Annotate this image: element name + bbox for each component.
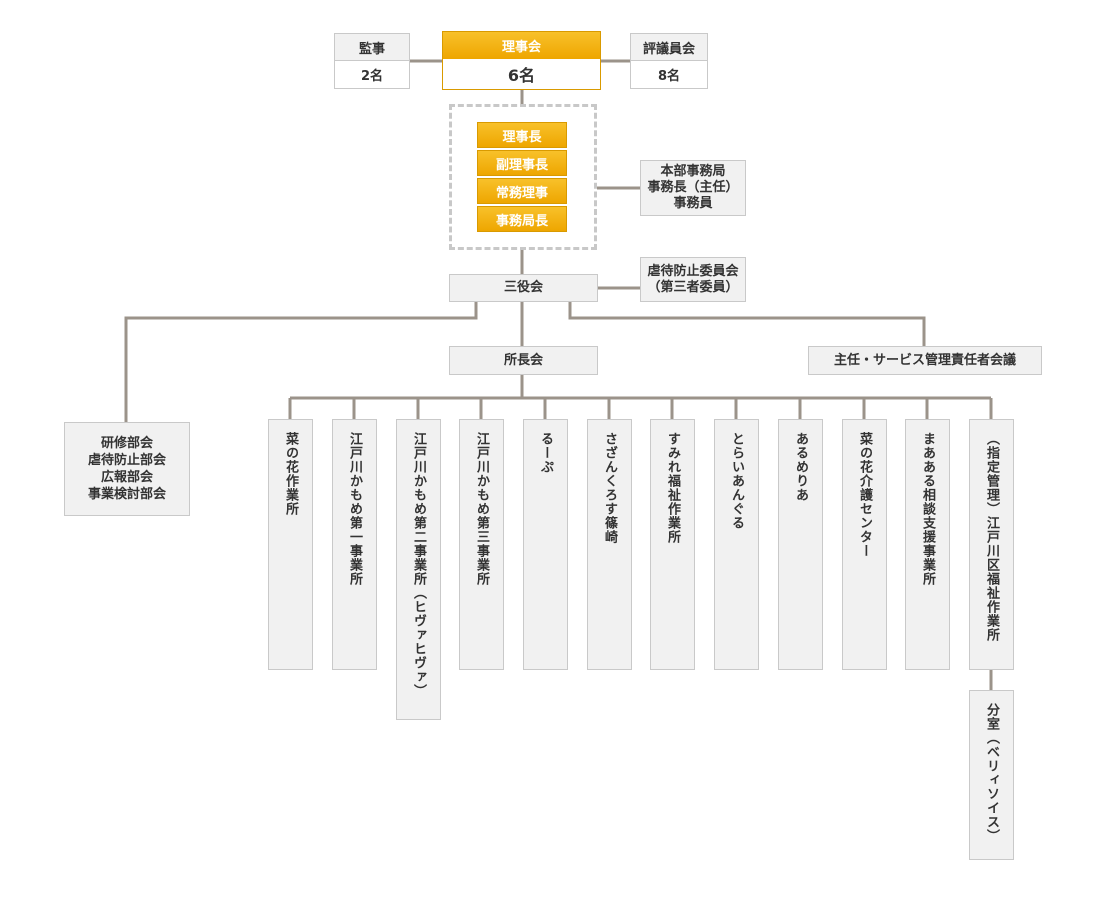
board-count: 6名: [443, 59, 600, 89]
auditor-label: 監事: [335, 34, 409, 61]
headquarters-box: 本部事務局 事務長（主任） 事務員: [640, 160, 746, 216]
facility-label: 江戸川かもめ第二事業所（ヒヴァヒヴァ）: [411, 432, 426, 698]
directors-meeting-box: 所長会: [449, 346, 598, 375]
council-count: 8名: [631, 61, 707, 88]
council-label: 評議員会: [631, 34, 707, 61]
officer-secretary-general: 事務局長: [477, 206, 567, 232]
officer-executive-director: 常務理事: [477, 178, 567, 204]
facility-sumire: すみれ福祉作業所: [650, 419, 695, 670]
auditor-count: 2名: [335, 61, 409, 88]
facility-sazankurosu: さざんくろす篠崎: [587, 419, 632, 670]
facility-label: 江戸川かもめ第三事業所: [474, 432, 489, 586]
abuse-committee-box: 虐待防止委員会 （第三者委員）: [640, 257, 746, 302]
facility-triangle: とらいあんぐる: [714, 419, 759, 670]
facility-edogawa-welfare: （指定管理）江戸川区福祉作業所: [969, 419, 1014, 670]
board-label: 理事会: [443, 32, 600, 59]
council-box: 評議員会 8名: [630, 33, 708, 89]
facility-label: まあある相談支援事業所: [920, 432, 935, 586]
departments-box: 研修部会 虐待防止部会 広報部会 事業検討部会: [64, 422, 190, 516]
facility-maaaru: まあある相談支援事業所: [905, 419, 950, 670]
facility-nanohana-care: 菜の花介護センター: [842, 419, 887, 670]
facility-label: さざんくろす篠崎: [602, 432, 617, 544]
facility-loop: るーぷ: [523, 419, 568, 670]
facility-label: すみれ福祉作業所: [665, 432, 680, 544]
officer-vice-chairman: 副理事長: [477, 150, 567, 176]
officers-group: 理事長 副理事長 常務理事 事務局長: [449, 104, 597, 250]
branch-label: 分室（ベリィソイス）: [984, 703, 999, 843]
sanyakukai-box: 三役会: [449, 274, 598, 302]
facility-nanohana: 菜の花作業所: [268, 419, 313, 670]
facility-kamome-1: 江戸川かもめ第一事業所: [332, 419, 377, 670]
facility-label: （指定管理）江戸川区福祉作業所: [984, 432, 999, 642]
board-box: 理事会 6名: [442, 31, 601, 90]
facility-kamome-2: 江戸川かもめ第二事業所（ヒヴァヒヴァ）: [396, 419, 441, 720]
auditor-box: 監事 2名: [334, 33, 410, 89]
facility-label: 江戸川かもめ第一事業所: [347, 432, 362, 586]
facility-label: とらいあんぐる: [729, 432, 744, 530]
facility-label: 菜の花作業所: [283, 432, 298, 516]
facility-label: 菜の花介護センター: [857, 432, 872, 558]
facility-label: あるめりあ: [793, 432, 808, 502]
branch-berry-soys: 分室（ベリィソイス）: [969, 690, 1014, 860]
managers-meeting-box: 主任・サービス管理責任者会議: [808, 346, 1042, 375]
facility-label: るーぷ: [538, 432, 553, 474]
facility-armeria: あるめりあ: [778, 419, 823, 670]
facility-kamome-3: 江戸川かもめ第三事業所: [459, 419, 504, 670]
officer-chairman: 理事長: [477, 122, 567, 148]
